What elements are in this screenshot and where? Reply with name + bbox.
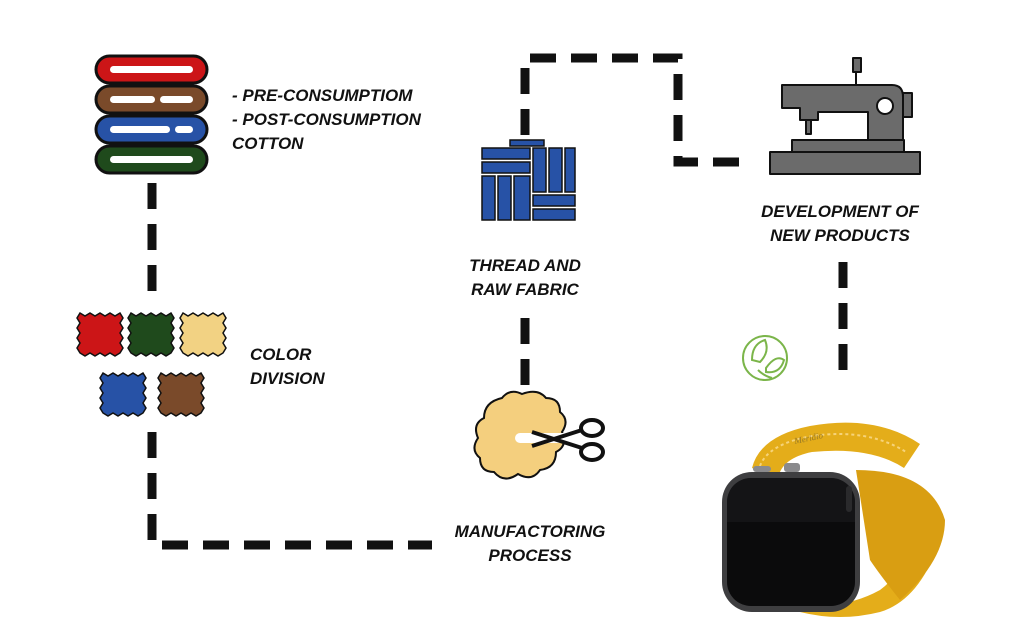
woven-fabric-icon	[481, 139, 576, 221]
thread-label-line2: RAW FABRIC	[471, 280, 579, 299]
manu-label-line2: PROCESS	[488, 546, 572, 565]
color-label-line1: COLOR	[250, 345, 312, 364]
color-label-line2: DIVISION	[250, 369, 325, 388]
leather-scissors-icon	[473, 390, 605, 480]
thread-fabric-label: THREAD AND RAW FABRIC	[455, 254, 595, 302]
cotton-label-line3: COTTON	[232, 134, 304, 153]
connector-lines	[147, 53, 848, 550]
sewing-machine-icon	[769, 57, 921, 175]
color-swatches-icon	[76, 311, 227, 417]
connector-color-to-manufacturing	[147, 432, 432, 550]
cotton-stack-icon	[94, 54, 209, 175]
cotton-label-line1: - PRE-CONSUMPTIOM	[232, 86, 413, 105]
manufacturing-label: MANUFACTORING PROCESS	[435, 520, 625, 568]
cotton-label: - PRE-CONSUMPTIOM - POST-CONSUMPTION COT…	[232, 84, 421, 156]
development-label: DEVELOPMENT OF NEW PRODUCTS	[745, 200, 935, 248]
cotton-label-line2: - POST-CONSUMPTION	[232, 110, 421, 129]
swatch-brown	[157, 371, 205, 417]
connector-thread-to-sewing	[520, 53, 745, 167]
swatch-red	[76, 311, 124, 357]
swatch-green	[127, 311, 175, 357]
dev-label-line2: NEW PRODUCTS	[770, 226, 910, 245]
color-division-label: COLOR DIVISION	[250, 343, 325, 391]
eco-leaves-icon	[742, 335, 788, 381]
manu-label-line1: MANUFACTORING	[454, 522, 606, 541]
swatch-tan	[179, 311, 227, 357]
dev-label-line1: DEVELOPMENT OF	[761, 202, 919, 221]
thread-label-line1: THREAD AND	[469, 256, 581, 275]
smartwatch-image: Meridio	[722, 422, 945, 617]
swatch-blue	[99, 371, 147, 417]
